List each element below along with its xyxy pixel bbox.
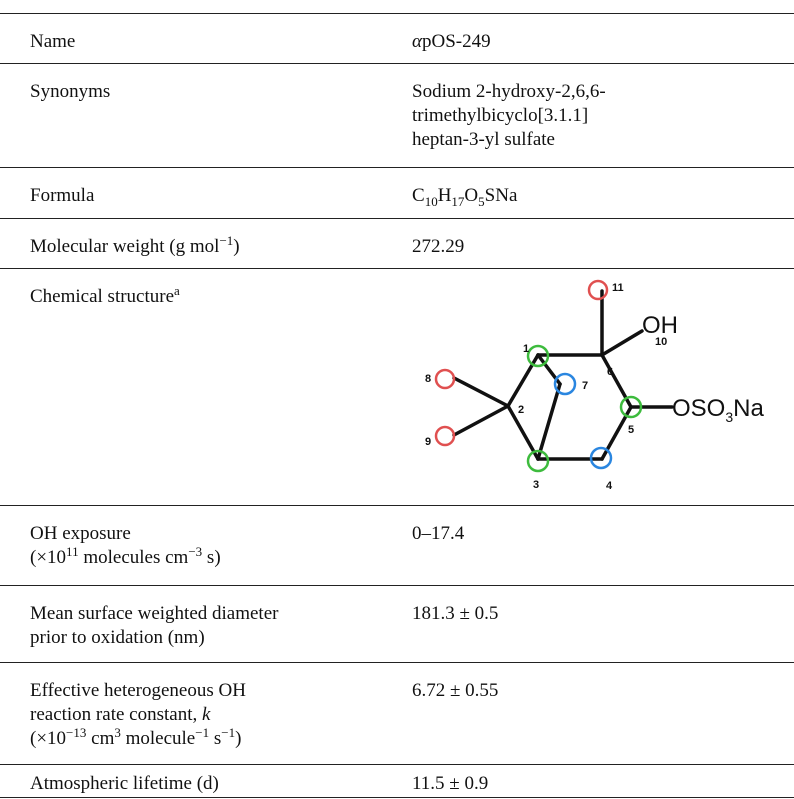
chemical-structure-diagram: 1 2 3 4 5 6 7 8 9 10 11 OH OSO3Na [425,279,764,492]
atom-label-11: 11 [612,282,624,294]
label-molecular-weight: Molecular weight (g mol−1) [30,233,240,257]
row-rate-constant: Effective heterogeneous OH reaction rate… [0,662,794,765]
value-synonyms: Sodium 2-hydroxy-2,6,6- trimethylbicyclo… [412,81,606,150]
bond-6-oh [600,329,644,357]
atom-label-3: 3 [533,479,539,491]
table-bottom-rule [0,797,794,798]
sulfate-label: OSO3Na [672,395,764,425]
carbon-4-marker [589,446,613,470]
row-diameter: Mean surface weighted diameter prior to … [0,585,794,663]
label-synonyms: Synonyms [30,81,111,102]
atom-label-2: 2 [518,404,524,416]
bond-1-2 [506,353,540,408]
label-lifetime: Atmospheric lifetime (d) [30,773,219,794]
label-rate-constant: Effective heterogeneous OH reaction rate… [30,680,246,749]
atom-label-5: 5 [628,424,634,436]
row-formula: Formula C10H17O5SNa [0,167,794,219]
atom-label-1: 1 [523,343,529,355]
row-chemical-structure: Chemical structurea [0,268,794,506]
atom-label-6: 6 [607,366,613,378]
carbon-5-marker [619,395,643,419]
bond-7-3 [536,382,562,461]
value-rate-constant: 6.72 ± 0.55 [412,680,499,701]
hydroxyl-label: OH [642,312,678,339]
atom-label-10: 10 [655,336,667,348]
methyl-9-marker [434,425,456,447]
carbon-1-marker [526,344,550,368]
atom-label-4: 4 [606,480,613,492]
value-oh-exposure: 0–17.4 [412,523,465,544]
row-name: Name αpOS-249 [0,13,794,64]
label-oh-exposure: OH exposure (×1011 molecules cm−3 s) [30,523,221,568]
carbon-7-marker [553,372,577,396]
value-diameter: 181.3 ± 0.5 [412,603,499,624]
atom-label-9: 9 [425,436,431,448]
row-oh-exposure: OH exposure (×1011 molecules cm−3 s) 0–1… [0,505,794,586]
value-lifetime: 11.5 ± 0.9 [412,773,489,794]
carbon-3-marker [526,449,550,473]
label-chemical-structure: Chemical structurea [30,283,180,307]
row-synonyms: Synonyms Sodium 2-hydroxy-2,6,6- trimeth… [0,63,794,168]
value-formula: C10H17O5SNa [412,185,518,209]
value-molecular-weight: 272.29 [412,236,465,257]
row-molecular-weight: Molecular weight (g mol−1) 272.29 [0,218,794,269]
atom-label-7: 7 [582,380,588,392]
bond-2-9 [452,404,510,437]
bond-2-8 [452,376,510,408]
atom-label-8: 8 [425,373,431,385]
value-name: αpOS-249 [412,31,491,52]
label-name: Name [30,31,76,52]
bond-2-3 [506,404,540,461]
row-lifetime: Atmospheric lifetime (d) 11.5 ± 0.9 [0,764,794,799]
label-formula: Formula [30,185,95,206]
methyl-11-marker [587,279,609,301]
label-diameter: Mean surface weighted diameter prior to … [30,603,279,648]
methyl-8-marker [434,368,456,390]
